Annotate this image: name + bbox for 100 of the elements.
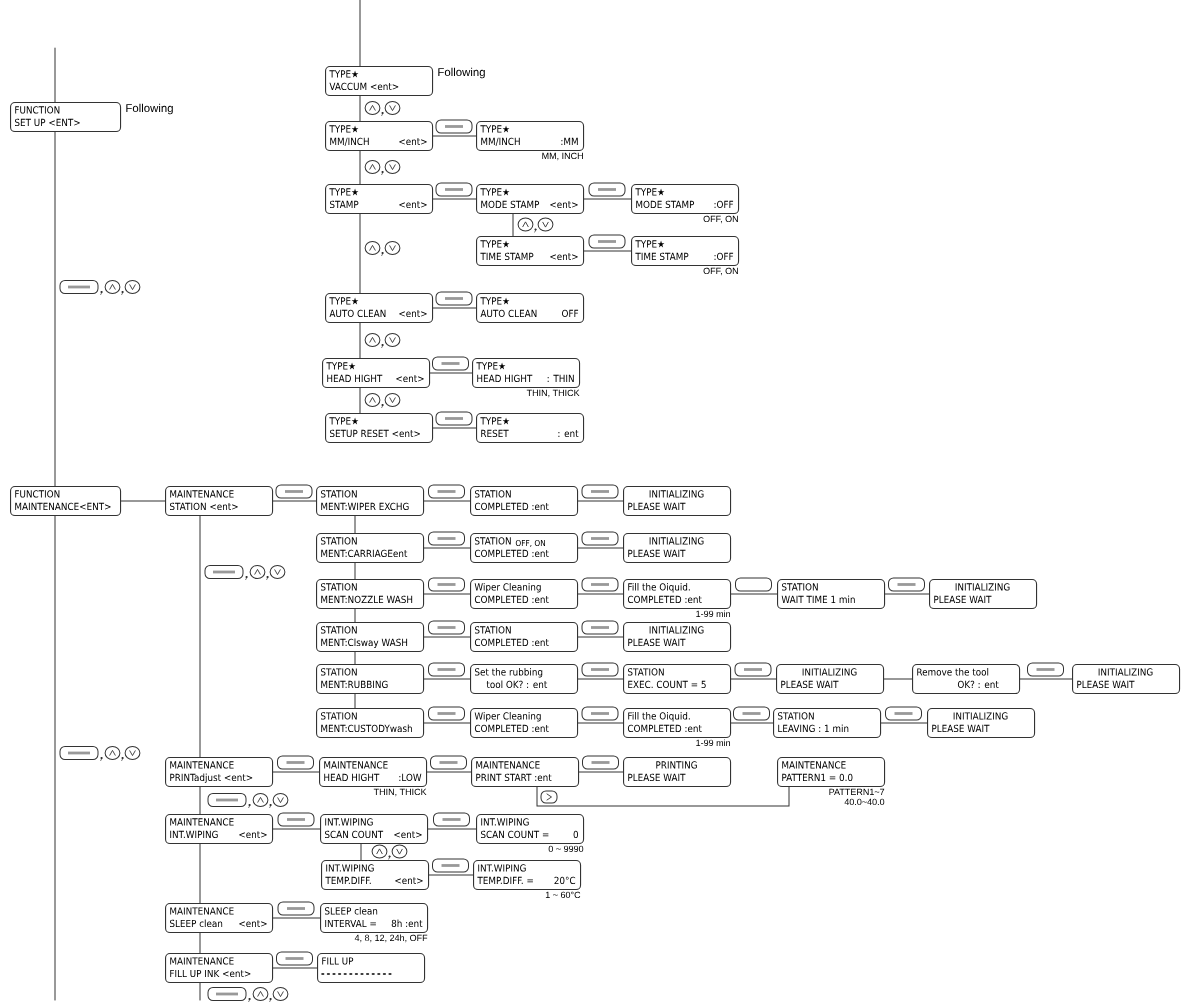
connector-line — [360, 843, 362, 861]
connector-line — [199, 786, 201, 815]
connector-line — [577, 722, 624, 724]
connector-line — [432, 427, 477, 429]
display-box: MAINTENANCE FILL UP INK <ent> — [165, 953, 274, 984]
connector-line — [423, 547, 471, 549]
connector-line — [354, 562, 356, 580]
connector-line — [54, 515, 56, 1001]
value-range: PATTERN1~7 — [829, 788, 885, 795]
connector-line — [536, 786, 790, 807]
display-box: TYPE★ AUTO CLEAN <ent> — [325, 293, 434, 324]
continuation-note: Following — [438, 67, 485, 79]
value-range: 1 ~ 60°C — [545, 891, 581, 899]
connector-line — [730, 678, 777, 680]
display-box: INITIALIZING PLEASE WAIT — [776, 664, 885, 695]
value-range: OFF, ON — [703, 267, 738, 276]
connector-line — [354, 608, 356, 623]
connector-line — [359, 150, 361, 185]
display-box: FILL UP — [317, 953, 426, 984]
connector-line — [423, 722, 471, 724]
display-box: STATION WAIT TIME 1 min — [777, 579, 886, 610]
display-box: Set the rubbing tool OK? : ent — [470, 664, 579, 695]
value-range: THIN, THICK — [526, 389, 580, 398]
connector-line — [423, 678, 471, 680]
connector-line — [577, 547, 624, 549]
value-range: 4, 8, 12, 24h, OFF — [354, 934, 428, 943]
display-box: STATION MENT:CUSTODYwash — [316, 708, 425, 739]
connector-line — [577, 593, 624, 595]
display-box: TYPE★ MODE STAMP <ent> — [476, 184, 585, 215]
connector-line — [272, 917, 321, 919]
display-box: INITIALIZING PLEASE WAIT — [929, 579, 1038, 610]
connector-line — [54, 131, 56, 487]
connector-line — [199, 843, 201, 904]
display-box: INT.WIPING TEMP.DIFF. = 20°C — [473, 860, 582, 891]
connector-line — [429, 372, 473, 374]
connector-line — [199, 932, 201, 954]
connector-line — [359, 0, 361, 67]
connector-line — [432, 198, 477, 200]
display-box: MAINTENANCE STATION <ent> — [165, 486, 274, 517]
display-box: INITIALIZING PLEASE WAIT — [623, 486, 732, 517]
connector-line — [578, 771, 624, 773]
display-box: STATION MENT:Clsway WASH — [316, 622, 425, 653]
display-box: MAINTENANCE PRINT START :ent — [471, 757, 580, 788]
connector-line — [272, 771, 320, 773]
connector-line — [512, 213, 514, 237]
display-box: MAINTENANCE SLEEP clean <ent> — [165, 903, 274, 934]
connector-line — [359, 213, 361, 294]
display-box: MAINTENANCE PATTERN1 = 0.0 — [777, 757, 886, 788]
display-box: SLEEP clean INTERVAL = 8h :ent — [320, 903, 429, 934]
display-box: STATION EXEC. COUNT = 5 — [623, 664, 732, 695]
display-box: Remove the tool OK? : ent — [912, 664, 1021, 695]
connector-line — [199, 515, 201, 758]
value-range: THIN, THICK — [373, 788, 427, 797]
display-box: STATION MENT:WIPER EXCHG — [316, 486, 425, 517]
display-box: TYPE★ MM/INCH <ent> — [325, 121, 434, 152]
connector-line — [359, 95, 361, 122]
connector-line — [354, 651, 356, 665]
continuation-note: Following — [126, 103, 173, 115]
connector-line — [730, 722, 774, 724]
connector-line — [583, 198, 632, 200]
connector-line — [577, 678, 624, 680]
display-box: STATION MENT:NOZZLE WASH — [316, 579, 425, 610]
display-box: Wiper Cleaning COMPLETED :ent — [470, 579, 579, 610]
display-box: TYPE★ SETUP RESET <ent> — [325, 413, 434, 444]
connector-line — [423, 593, 471, 595]
value-range: OFF, ON — [703, 215, 738, 224]
connector-line — [883, 678, 913, 680]
display-box: TYPE★ RESET : ent — [476, 413, 585, 444]
display-box: INT.WIPING SCAN COUNT = 0 — [476, 814, 585, 845]
connector-line — [423, 500, 471, 502]
display-box: TYPE★ HEAD HIGHT : THIN — [472, 358, 581, 389]
display-box: STATION OFF, ON COMPLETED :ent — [470, 533, 579, 564]
display-box: FUNCTION MAINTENANCE<ENT> — [10, 486, 122, 517]
connector-line — [272, 828, 321, 830]
connector-line — [880, 722, 928, 724]
connector-line — [427, 828, 477, 830]
display-box: MAINTENANCE PRINTadjust <ent> — [165, 757, 274, 788]
display-box: MAINTENANCE HEAD HIGHT :LOW — [319, 757, 428, 788]
display-box: STATION COMPLETED :ent — [470, 486, 579, 517]
display-box: TYPE★ MM/INCH :MM — [476, 121, 585, 152]
display-box: TYPE★ AUTO CLEAN OFF — [476, 293, 585, 324]
display-box: Fill the Oiquid. COMPLETED :ent — [623, 708, 732, 739]
display-box: PRINTING PLEASE WAIT — [623, 757, 732, 788]
display-box: Wiper Cleaning COMPLETED :ent — [470, 708, 579, 739]
connector-line — [428, 874, 474, 876]
display-box: Fill the Oiquid. COMPLETED :ent — [623, 579, 732, 610]
connector-line — [120, 500, 166, 502]
display-box: TYPE★ STAMP <ent> — [325, 184, 434, 215]
display-box: STATION MENT:CARRIAGEent — [316, 533, 425, 564]
display-box: INT.WIPING SCAN COUNT <ent> — [320, 814, 429, 845]
display-box: TYPE★ TIME STAMP <ent> — [476, 236, 585, 267]
display-box: TYPE★ MODE STAMP :OFF — [631, 184, 740, 215]
display-box: MAINTENANCE INT.WIPING <ent> — [165, 814, 274, 845]
display-box: TYPE★ TIME STAMP :OFF — [631, 236, 740, 267]
value-range: 1-99 min — [696, 610, 730, 618]
value-range: 1-99 min — [696, 739, 730, 747]
display-box: INITIALIZING PLEASE WAIT — [1072, 664, 1181, 695]
display-box: STATION LEAVING : 1 min — [773, 708, 882, 739]
connector-line — [432, 307, 477, 309]
connector-line — [199, 982, 201, 1001]
